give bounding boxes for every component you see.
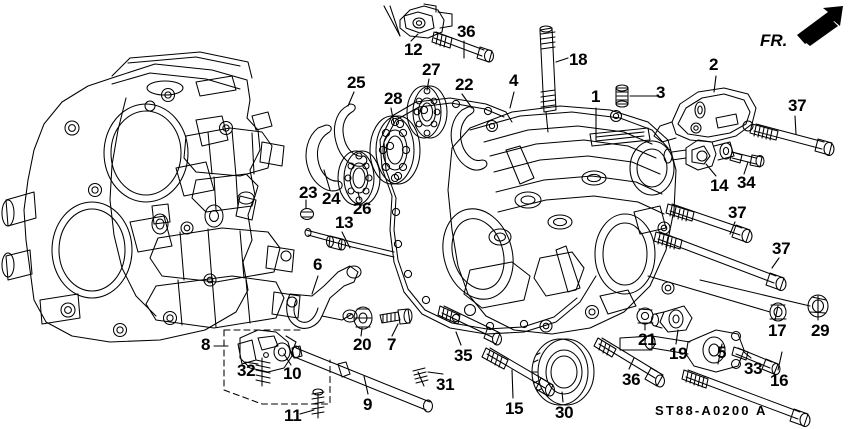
- flange-bolt-36-low: [593, 337, 666, 388]
- snap-ring-23: [299, 207, 315, 221]
- callout-number-6: 6: [313, 255, 323, 274]
- orientation-label-fr: FR.: [760, 31, 788, 50]
- spring-pin-31: [412, 367, 429, 387]
- snap-ring-24: [305, 124, 343, 192]
- shift-shaft-holder-5: [619, 329, 745, 373]
- callout-number-37c: 37: [772, 239, 791, 258]
- callout-number-14: 14: [710, 176, 729, 195]
- transmission-housing: [379, 97, 677, 335]
- callout-number-1: 1: [591, 87, 601, 106]
- callout-number-3: 3: [656, 83, 666, 102]
- callout-number-11: 11: [284, 406, 302, 425]
- callout-number-27: 27: [422, 60, 441, 79]
- ball-bearing-27: [406, 85, 448, 139]
- flange-bolt-33: [731, 346, 781, 376]
- callout-number-13: 13: [335, 213, 354, 232]
- sealing-nut-29: [699, 279, 829, 318]
- callout-number-16: 16: [770, 371, 789, 390]
- detent-spring-32: [255, 357, 271, 387]
- callout-number-25: 25: [347, 73, 366, 92]
- diagram-part-number: ST88-A0200 A: [655, 403, 768, 418]
- callout-number-18: 18: [569, 50, 588, 69]
- callout-number-35: 35: [454, 346, 473, 365]
- flange-bolt-37-mid: [665, 203, 753, 244]
- speed-sensor-bracket-12: [399, 3, 453, 39]
- gear-shaft-cluster: [145, 111, 301, 329]
- callout-number-19: 19: [669, 344, 688, 363]
- washer-nut-17: [647, 275, 787, 322]
- fr-arrow-icon: [797, 6, 843, 46]
- flange-bolt-36-top: [431, 31, 495, 63]
- callout-number-26: 26: [353, 199, 372, 218]
- interlock-collar-20: [353, 306, 373, 330]
- callout-number-37: 37: [788, 96, 807, 115]
- callout-number-20: 20: [353, 335, 372, 354]
- shift-fork-6: [286, 265, 362, 329]
- callout-number-23: 23: [299, 183, 318, 202]
- callout-number-4: 4: [509, 71, 519, 90]
- callout-number-5: 5: [717, 343, 727, 362]
- clutch-housing-assembly: [1, 51, 261, 343]
- callout-number-17: 17: [768, 321, 787, 340]
- shift-guide-14: [663, 139, 735, 171]
- callout-number-29: 29: [811, 321, 830, 340]
- reverse-shift-shaft-13: [304, 227, 395, 258]
- callout-number-30: 30: [555, 403, 574, 422]
- callout-number-37b: 37: [728, 203, 747, 222]
- detent-callout-box: [223, 329, 331, 405]
- spring-pin-11: [311, 388, 325, 419]
- flange-bolt-7: [379, 308, 413, 325]
- callout-number-8: 8: [201, 335, 211, 354]
- callout-number-12: 12: [404, 40, 423, 59]
- callout-number-7: 7: [387, 335, 397, 354]
- flange-bolt-37-low: [653, 231, 787, 292]
- flange-bolt-34: [729, 151, 765, 168]
- callout-number-36b: 36: [622, 370, 641, 389]
- callout-number-28: 28: [384, 89, 403, 108]
- shift-rod-9: [291, 345, 434, 413]
- callout-number-31: 31: [436, 375, 455, 394]
- flange-bolt-37-top: [749, 123, 835, 157]
- callout-number-33: 33: [744, 359, 763, 378]
- oil-seal-30: [531, 338, 595, 406]
- leader-lines: [213, 5, 819, 415]
- flange-bolt-15: [481, 347, 556, 397]
- callout-number-36: 36: [457, 22, 476, 41]
- stud-bolt-18: [539, 25, 557, 133]
- callout-number-2: 2: [709, 55, 719, 74]
- callout-number-21: 21: [638, 330, 657, 349]
- flange-bolt-35: [437, 305, 503, 346]
- callout-number-15: 15: [505, 399, 524, 418]
- detent-arm-10: [237, 329, 297, 373]
- callout-number-22: 22: [455, 75, 474, 94]
- callout-number-9: 9: [363, 395, 373, 414]
- snap-ring-25: [333, 103, 368, 167]
- flange-bolt-16: [681, 369, 811, 428]
- callout-number-24: 24: [322, 189, 341, 208]
- drain-plug-19: [650, 305, 693, 333]
- snap-ring-22: [450, 106, 488, 171]
- shift-lever-bracket-2: [653, 87, 757, 143]
- callout-number-32: 32: [237, 361, 256, 380]
- callout-number-10: 10: [283, 364, 302, 383]
- sealing-washer-21: [636, 307, 654, 325]
- ball-bearing-26: [337, 150, 381, 206]
- callout-number-34: 34: [737, 173, 756, 192]
